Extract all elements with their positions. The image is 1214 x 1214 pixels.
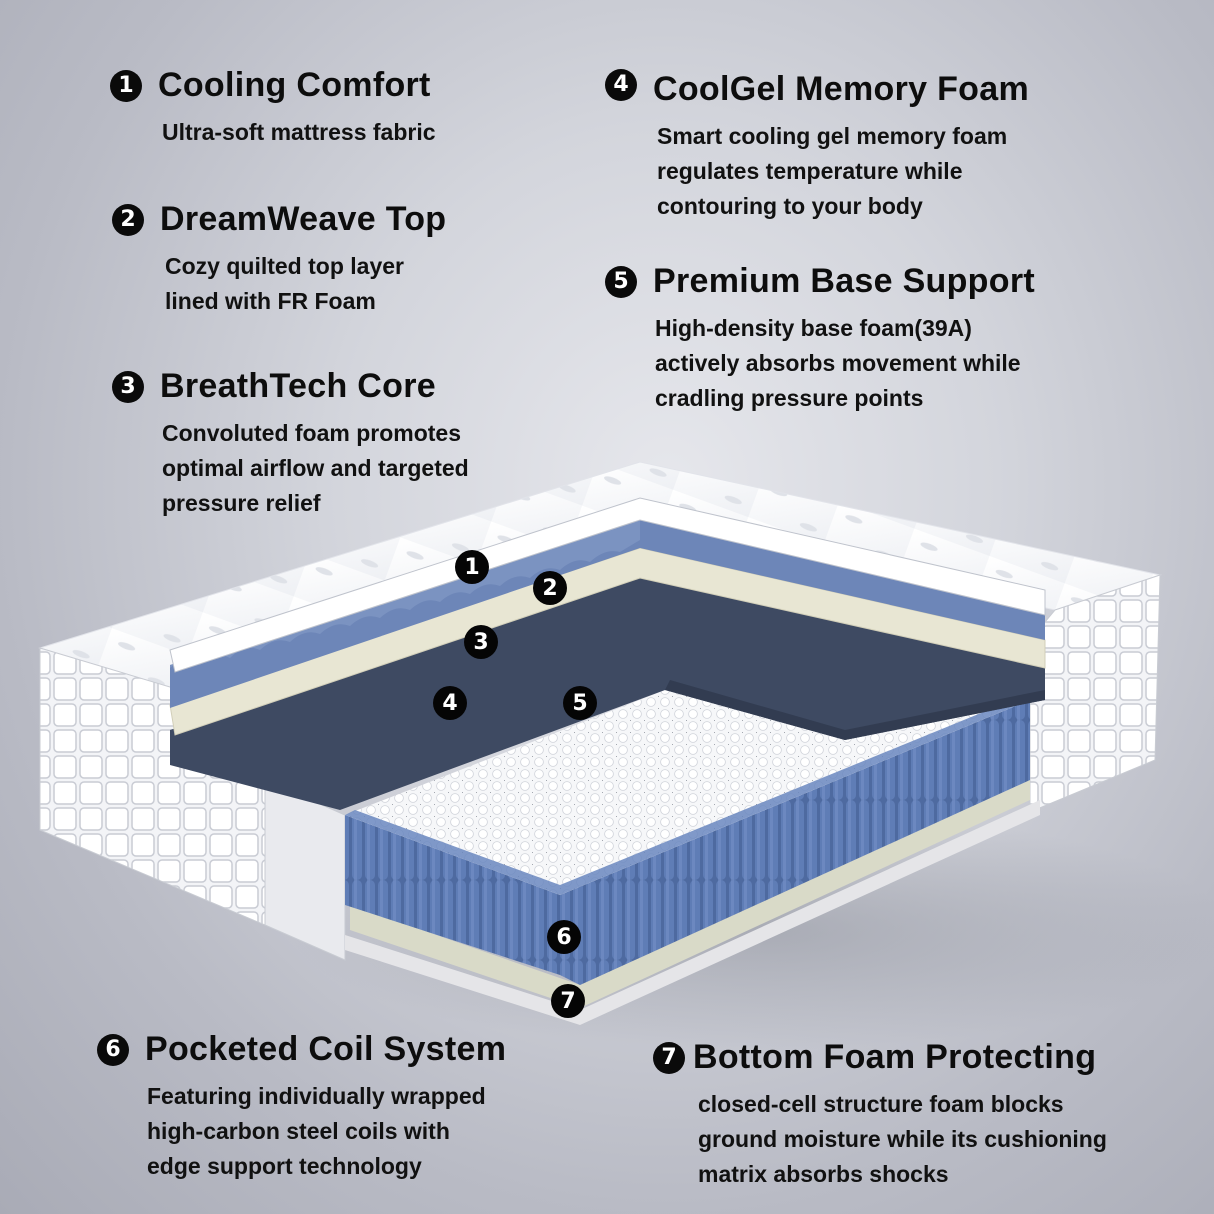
feature-title: Bottom Foam Protecting bbox=[693, 1038, 1097, 1076]
feature-description-line: cradling pressure points bbox=[655, 385, 924, 411]
diagram-marker-6: 6 bbox=[547, 920, 581, 954]
number-badge-1: 1 bbox=[110, 69, 142, 102]
feature-description-line: optimal airflow and targeted bbox=[162, 455, 469, 481]
diagram-marker-5: 5 bbox=[563, 686, 597, 720]
feature-title: Cooling Comfort bbox=[158, 66, 431, 104]
feature-description-line: High-density base foam(39A) bbox=[655, 315, 972, 341]
feature-cooling-comfort: 1 Cooling Comfort Ultra-soft mattress fa… bbox=[110, 66, 436, 150]
diagram-marker-3: 3 bbox=[464, 625, 498, 659]
diagram-marker-1: 1 bbox=[455, 550, 489, 584]
feature-title: CoolGel Memory Foam bbox=[653, 70, 1029, 108]
feature-title: BreathTech Core bbox=[160, 367, 436, 405]
feature-premium-base-support: 5 Premium Base Support High-density base… bbox=[605, 262, 1035, 416]
feature-description-line: actively absorbs movement while bbox=[655, 350, 1021, 376]
feature-description-line: edge support technology bbox=[147, 1153, 422, 1179]
feature-description-line: contouring to your body bbox=[657, 193, 923, 219]
diagram-marker-4: 4 bbox=[433, 686, 467, 720]
feature-description-line: lined with FR Foam bbox=[165, 288, 376, 314]
feature-description-line: high-carbon steel coils with bbox=[147, 1118, 450, 1144]
number-badge-7: 7 bbox=[653, 1041, 685, 1074]
number-badge-5: 5 bbox=[605, 265, 637, 298]
number-badge-4: 4 bbox=[605, 68, 637, 101]
diagram-marker-7: 7 bbox=[551, 984, 585, 1018]
feature-description-line: closed-cell structure foam blocks bbox=[698, 1091, 1064, 1117]
number-badge-2: 2 bbox=[112, 203, 144, 236]
feature-dreamweave-top: 2 DreamWeave Top Cozy quilted top layer … bbox=[112, 200, 446, 319]
feature-description-line: Ultra-soft mattress fabric bbox=[162, 119, 436, 145]
feature-description-line: Cozy quilted top layer bbox=[165, 253, 404, 279]
number-badge-6: 6 bbox=[97, 1033, 129, 1066]
feature-breathtech-core: 3 BreathTech Core Convoluted foam promot… bbox=[112, 367, 469, 521]
feature-description-line: Featuring individually wrapped bbox=[147, 1083, 486, 1109]
feature-title: Premium Base Support bbox=[653, 262, 1035, 300]
diagram-marker-2: 2 bbox=[533, 571, 567, 605]
feature-description-line: ground moisture while its cushioning bbox=[698, 1126, 1107, 1152]
feature-title: DreamWeave Top bbox=[160, 200, 447, 238]
feature-description-line: regulates temperature while bbox=[657, 158, 963, 184]
feature-coolgel-memory-foam: 4 CoolGel Memory Foam Smart cooling gel … bbox=[605, 68, 1029, 224]
feature-description-line: pressure relief bbox=[162, 490, 321, 516]
feature-description-line: Convoluted foam promotes bbox=[162, 420, 462, 446]
number-badge-3: 3 bbox=[112, 370, 144, 403]
feature-description-line: Smart cooling gel memory foam bbox=[657, 123, 1008, 149]
feature-description-line: matrix absorbs shocks bbox=[698, 1161, 949, 1187]
feature-title: Pocketed Coil System bbox=[145, 1030, 507, 1068]
feature-pocketed-coil-system: 6 Pocketed Coil System Featuring individ… bbox=[97, 1030, 506, 1184]
feature-bottom-foam-protecting: 7 Bottom Foam Protecting closed-cell str… bbox=[653, 1038, 1107, 1192]
